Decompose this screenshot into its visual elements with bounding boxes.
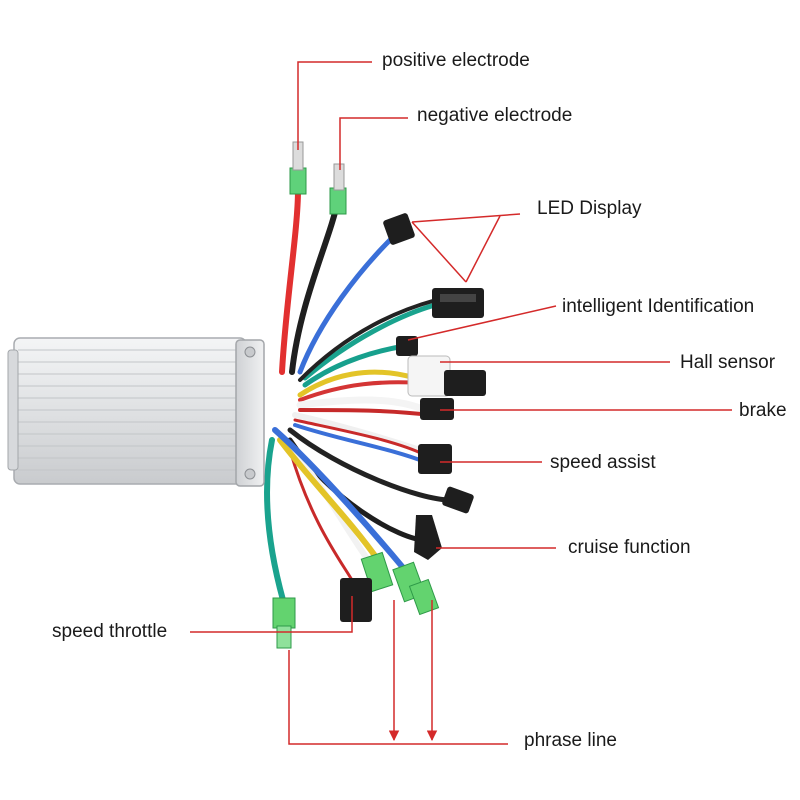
controller-heatsink (13, 337, 247, 485)
white-wire-assist (292, 412, 423, 453)
positive-terminal-sleeve (289, 167, 307, 195)
label-led-display: LED Display (537, 198, 642, 219)
hall-connector-black (444, 370, 486, 396)
blue-wire-led (297, 235, 395, 375)
leader-negative (339, 117, 408, 170)
negative-terminal-pin (333, 163, 345, 191)
label-positive-electrode: positive electrode (382, 50, 530, 71)
label-brake: brake (739, 400, 787, 421)
phase-terminal-blue-tip (408, 578, 440, 616)
throttle-green-terminal (272, 597, 296, 629)
controller-end-cap (235, 339, 265, 487)
blue-wire-phase (272, 427, 408, 573)
label-intelligent-identification: intelligent Identification (562, 296, 754, 317)
black-wire-led (298, 298, 438, 382)
negative-terminal-sleeve (329, 187, 347, 215)
blue-wire-assist (293, 423, 427, 464)
speed-assist-connector (418, 444, 452, 474)
yellow-wire-hall (297, 369, 418, 398)
leader-positive (297, 61, 372, 150)
leader-lines (190, 61, 732, 745)
connectors (272, 141, 486, 649)
label-hall-sensor: Hall sensor (680, 352, 776, 373)
leader-led-a (411, 221, 467, 283)
callout-labels: positive electrode negative electrode LE… (52, 50, 787, 751)
led-connector-large (432, 288, 484, 318)
brake-connector (420, 398, 454, 420)
cap-screw-bottom (244, 468, 256, 480)
leader-phase-left (288, 650, 508, 745)
black-wire (289, 197, 341, 375)
label-cruise-function: cruise function (568, 537, 691, 558)
green-wire-throttle (264, 437, 286, 603)
label-speed-throttle: speed throttle (52, 621, 167, 642)
led-connector-small (383, 213, 415, 245)
wire-bundle (264, 187, 453, 603)
label-negative-electrode: negative electrode (417, 105, 572, 126)
cruise-connector-upper (442, 486, 474, 514)
label-speed-assist: speed assist (550, 452, 656, 473)
red-wire-assist (293, 418, 427, 457)
left-mount (7, 349, 19, 471)
red-wire-throttle (288, 448, 354, 582)
black-wire-cruise-a (287, 427, 453, 503)
label-phrase-line: phrase line (524, 730, 617, 751)
red-wire (279, 187, 301, 375)
identification-connector (396, 336, 418, 356)
green-wire-led (302, 302, 438, 381)
throttle-connector (340, 578, 372, 622)
leader-led-c (411, 213, 521, 223)
cruise-connector-lower (414, 515, 442, 560)
leader-led-b (465, 215, 501, 283)
cap-screw-top (244, 346, 256, 358)
yellow-wire-phase (277, 437, 381, 563)
white-wire-brake (296, 396, 429, 414)
leader-throttle (190, 596, 353, 633)
leader-identification (407, 305, 557, 341)
throttle-green-terminal-pin (276, 625, 292, 649)
led-connector-large-detail (440, 294, 476, 302)
controller-box (7, 337, 265, 487)
red-wire-brake (298, 408, 432, 417)
